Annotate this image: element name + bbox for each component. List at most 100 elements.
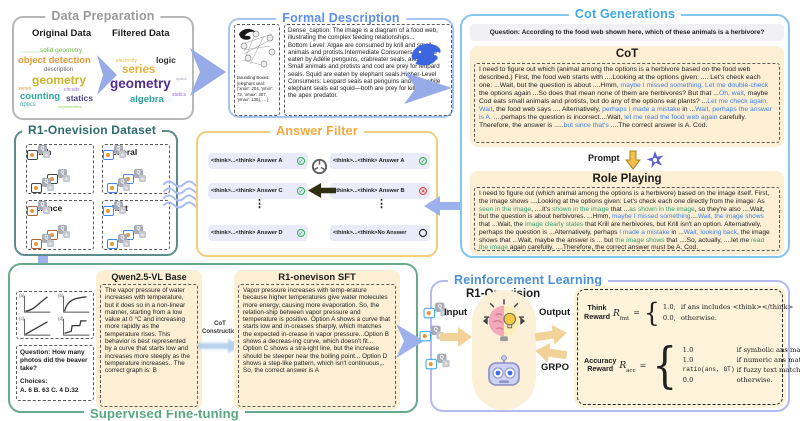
foodweb-image — [239, 28, 276, 68]
ellipsis: ⋮ — [376, 198, 387, 210]
prompt-row: Prompt — [462, 149, 792, 171]
wordcloud-arrow-icon — [97, 55, 117, 95]
output-arrow-icon — [534, 324, 567, 345]
sft-panel: Supervised Fine-tuning (a) (b) (c) (d) Q… — [8, 263, 418, 421]
graph-label: (a) — [19, 293, 25, 298]
cot-generations-title: Cot Generations — [568, 7, 682, 21]
dataset-title: R1-Onevision Dataset — [22, 123, 163, 137]
formal-description-title: Formal Description — [276, 11, 406, 25]
dataset-quadrant-chart: chart QA QA QA — [102, 200, 170, 250]
dataset-panel: R1-Onevision Dataset math QA QA QA gener… — [14, 123, 178, 256]
none-icon — [419, 229, 427, 237]
answer-pill: <think>...<think>No Answer — [330, 225, 430, 241]
data-preparation-panel: Data Preparation Original Data Filtered … — [12, 9, 194, 120]
wordcloud-word: series — [18, 86, 32, 92]
ellipsis: ⋮ — [254, 198, 265, 210]
input-arrow-icon — [440, 327, 472, 347]
wordcloud-word: statics — [66, 93, 93, 103]
role-playing-title: Role Playing — [592, 173, 662, 185]
cot-card-title: CoT — [615, 48, 639, 60]
filtered-data-label: Filtered Data — [112, 28, 170, 39]
wordcloud-word: optics — [20, 102, 36, 108]
answer-pill: <think>...<think> Answer A✓ — [208, 153, 308, 169]
formal-description-panel: Formal Description Bounding Boxes: [elep… — [228, 11, 454, 118]
original-data-label: Original Data — [32, 28, 92, 39]
wordcloud-word: solid geometry — [40, 47, 83, 54]
deepseek-whale-icon — [411, 43, 441, 66]
choices-label: Choices: — [20, 378, 48, 386]
dataset-quadrant-math: math QA QA QA — [26, 144, 94, 194]
wordcloud-word: geometry — [32, 73, 87, 87]
check-icon: ✓ — [297, 229, 305, 237]
cross-icon: ✕ — [419, 187, 427, 195]
openai-logo-icon — [311, 158, 328, 175]
sft-card-title: R1-onevison SFT — [278, 272, 356, 283]
wordcloud-word: geometry — [110, 76, 171, 91]
question-bar: Question: According to the food web show… — [470, 24, 784, 41]
dense-caption-text: Dense_caption: The image is a diagram of… — [284, 24, 452, 116]
qwen-logo-icon — [646, 151, 664, 168]
check-icon: ✓ — [297, 157, 305, 165]
wordcloud-word: optics — [176, 76, 187, 81]
check-icon: ✓ — [297, 187, 305, 195]
output-label: Output — [539, 307, 571, 318]
grpo-return-arrow-icon — [535, 342, 568, 363]
cot-reasoning-text: I need to figure out which (animal among… — [474, 63, 780, 143]
graph-label: (b) — [58, 293, 64, 298]
wordcloud-word: electricity — [116, 58, 137, 64]
raw-answers-column: ⋮ <think>...<think> Answer A✓<think>...<… — [330, 153, 430, 245]
dataprep-to-formal-arrow-icon — [190, 48, 226, 96]
role-playing-card: Role Playing I need to figure out (which… — [470, 171, 784, 255]
filter-select-arrow-icon — [308, 183, 336, 198]
wordcloud-word: algebra — [130, 94, 164, 105]
cot-card: CoT I need to figure out which (animal a… — [470, 46, 784, 147]
answer-filter-title: Answer Filter — [270, 124, 364, 138]
dataset-quadrant-science: science QA QA QA — [26, 200, 94, 250]
answer-pill: <think>...<think> Answer B✕ — [330, 183, 430, 199]
wordcloud-word: description — [44, 67, 74, 73]
cot-generations-panel: Cot Generations Question: According to t… — [460, 7, 792, 258]
wordcloud-word: classification — [20, 49, 43, 54]
wordcloud-word: counting — [20, 91, 61, 102]
question-graphs-card: (a) (b) (c) (d) — [16, 291, 94, 339]
grpo-label: GRPO — [541, 362, 569, 373]
rl-model-pill — [472, 290, 536, 410]
answer-pill: <think>...<think> Answer D✓ — [208, 225, 308, 241]
cot-construction-label: CoT Construction — [202, 321, 240, 335]
wordcloud-word: statics — [172, 92, 187, 98]
wordcloud-word: object detection — [18, 55, 91, 66]
cot-construction-arrow-icon — [198, 339, 244, 353]
graph-d — [63, 318, 90, 336]
sft-output-text: Vapor pressure increases with temp-eratu… — [238, 284, 396, 407]
prompt-down-arrow-icon — [625, 150, 641, 170]
wordcloud-word: segmentation — [58, 104, 83, 109]
input-label: Input — [444, 307, 468, 318]
wordcloud-word: logic — [156, 55, 176, 65]
graph-label: (c) — [19, 316, 25, 321]
r1-onevision-sft-card: R1-onevison SFT Vapor pressure increases… — [234, 270, 400, 410]
graph-label: (d) — [58, 316, 64, 321]
wordcloud-word: series — [122, 64, 156, 76]
sft-to-rl-arrow-icon — [396, 324, 424, 358]
wordcloud-word: circuits — [64, 87, 80, 93]
question-text-card: Question: How many photos did the beaver… — [16, 345, 94, 401]
prompt-label: Prompt — [588, 153, 620, 163]
answer-filter-panel: Answer Filter ⋮ <think>...<think> Answer… — [196, 124, 438, 257]
dataset-quadrant-general: general QA QA QA — [102, 144, 170, 194]
graph-a — [24, 295, 51, 313]
